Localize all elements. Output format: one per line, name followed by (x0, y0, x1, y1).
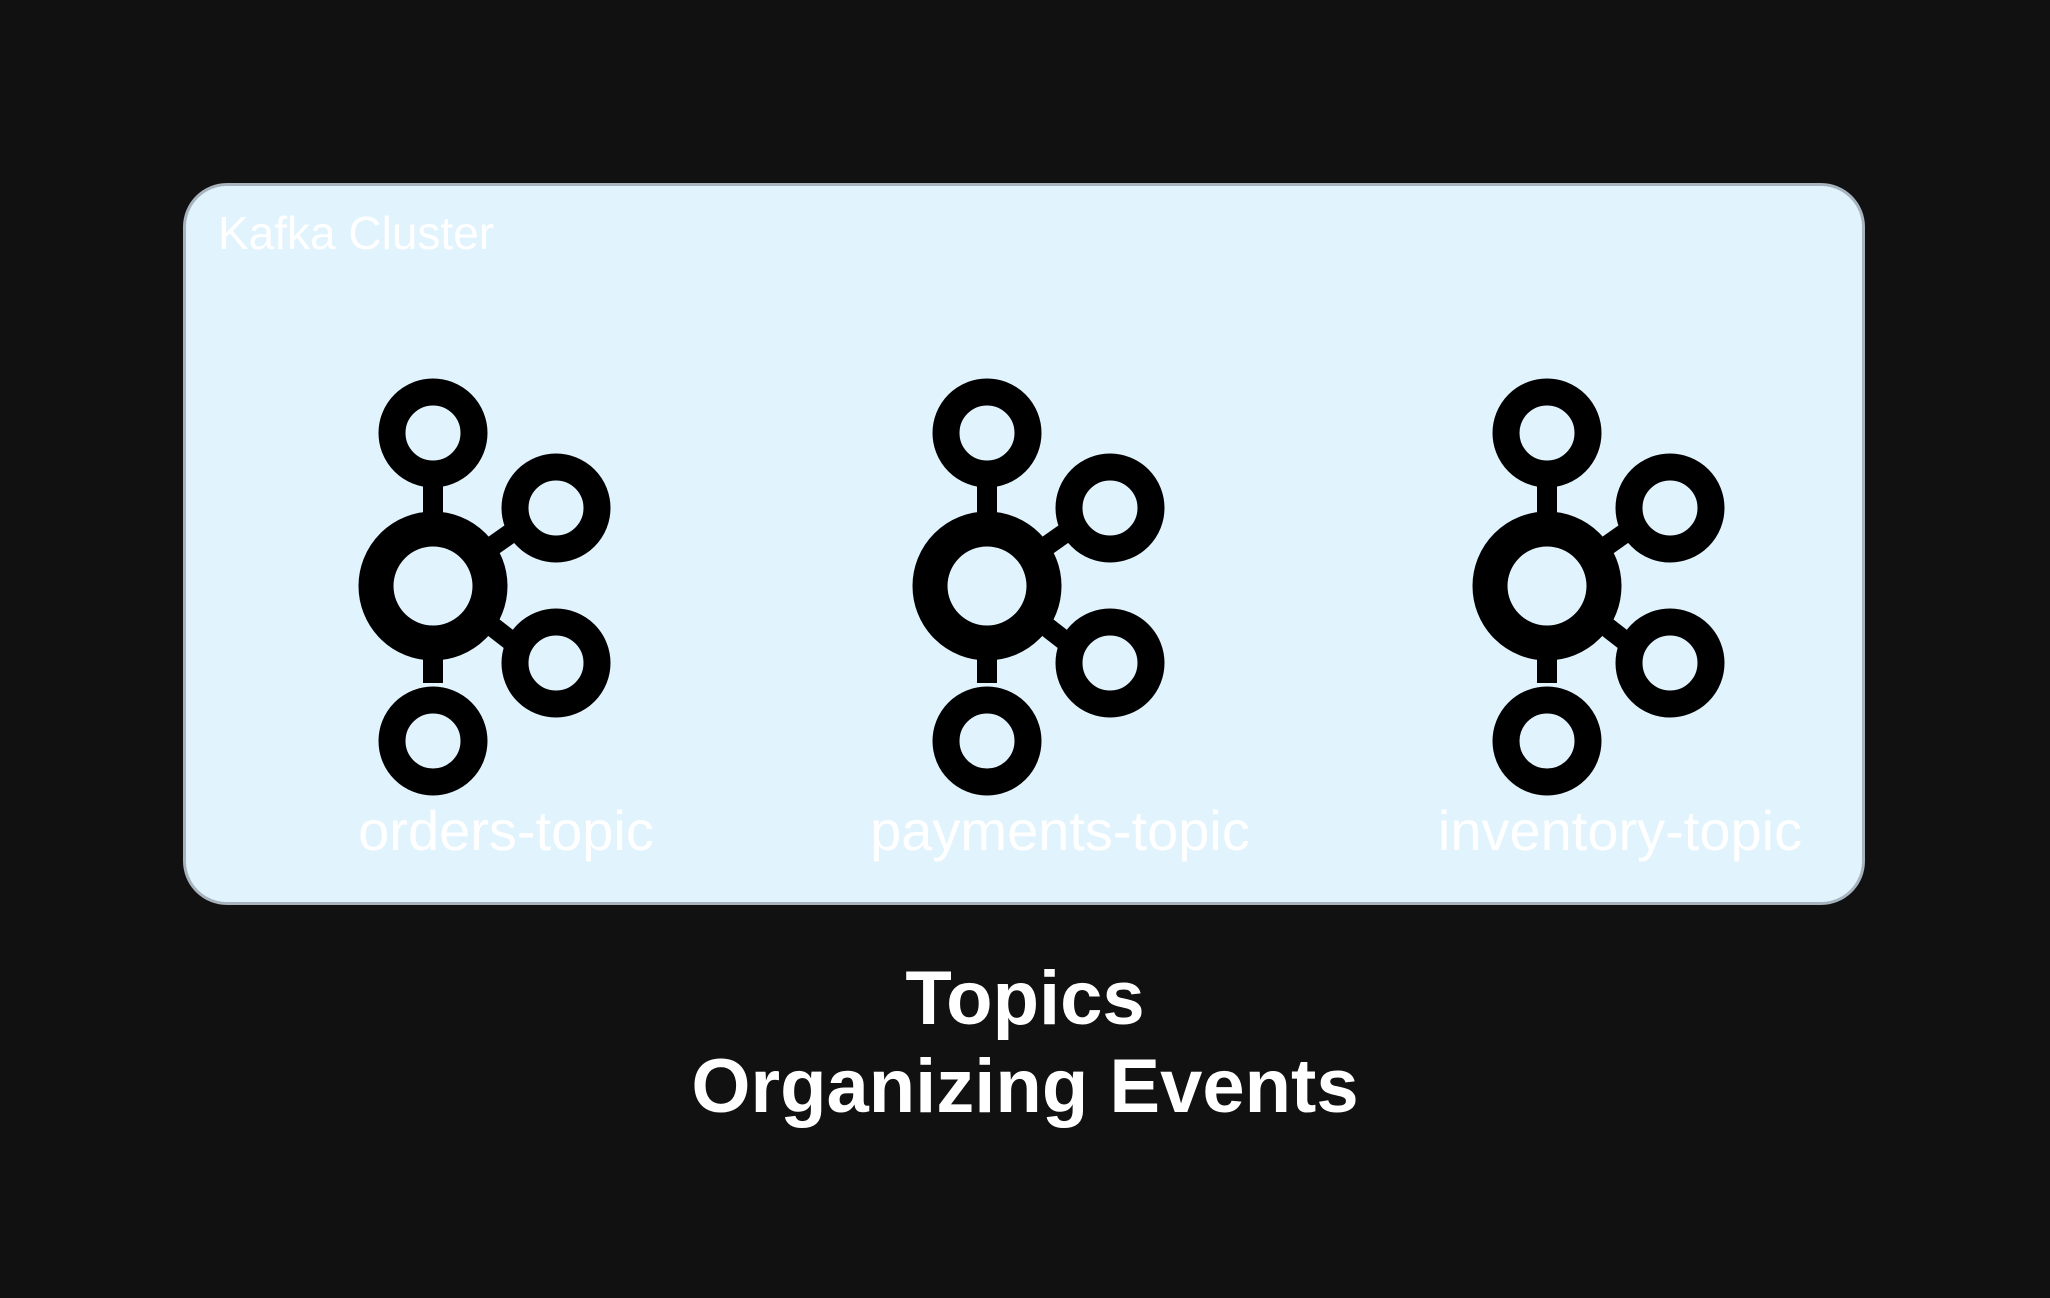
kafka-icon (850, 378, 1270, 798)
caption-title: Topics (905, 956, 1145, 1041)
topic-payments: payments-topic (850, 378, 1270, 878)
diagram-caption: Topics Organizing Events (0, 955, 2050, 1131)
topic-label-payments: payments-topic (870, 799, 1250, 862)
topic-orders: orders-topic (296, 378, 716, 878)
kafka-icon (1410, 378, 1830, 798)
topic-inventory: inventory-topic (1410, 378, 1830, 878)
kafka-icon (296, 378, 716, 798)
kafka-cluster-box: Kafka Cluster orders-topic payments-topi… (183, 183, 1865, 905)
topic-label-inventory: inventory-topic (1437, 799, 1803, 862)
cluster-label: Kafka Cluster (218, 207, 495, 259)
topic-label-orders: orders-topic (358, 799, 654, 862)
caption-subtitle: Organizing Events (691, 1044, 1359, 1129)
